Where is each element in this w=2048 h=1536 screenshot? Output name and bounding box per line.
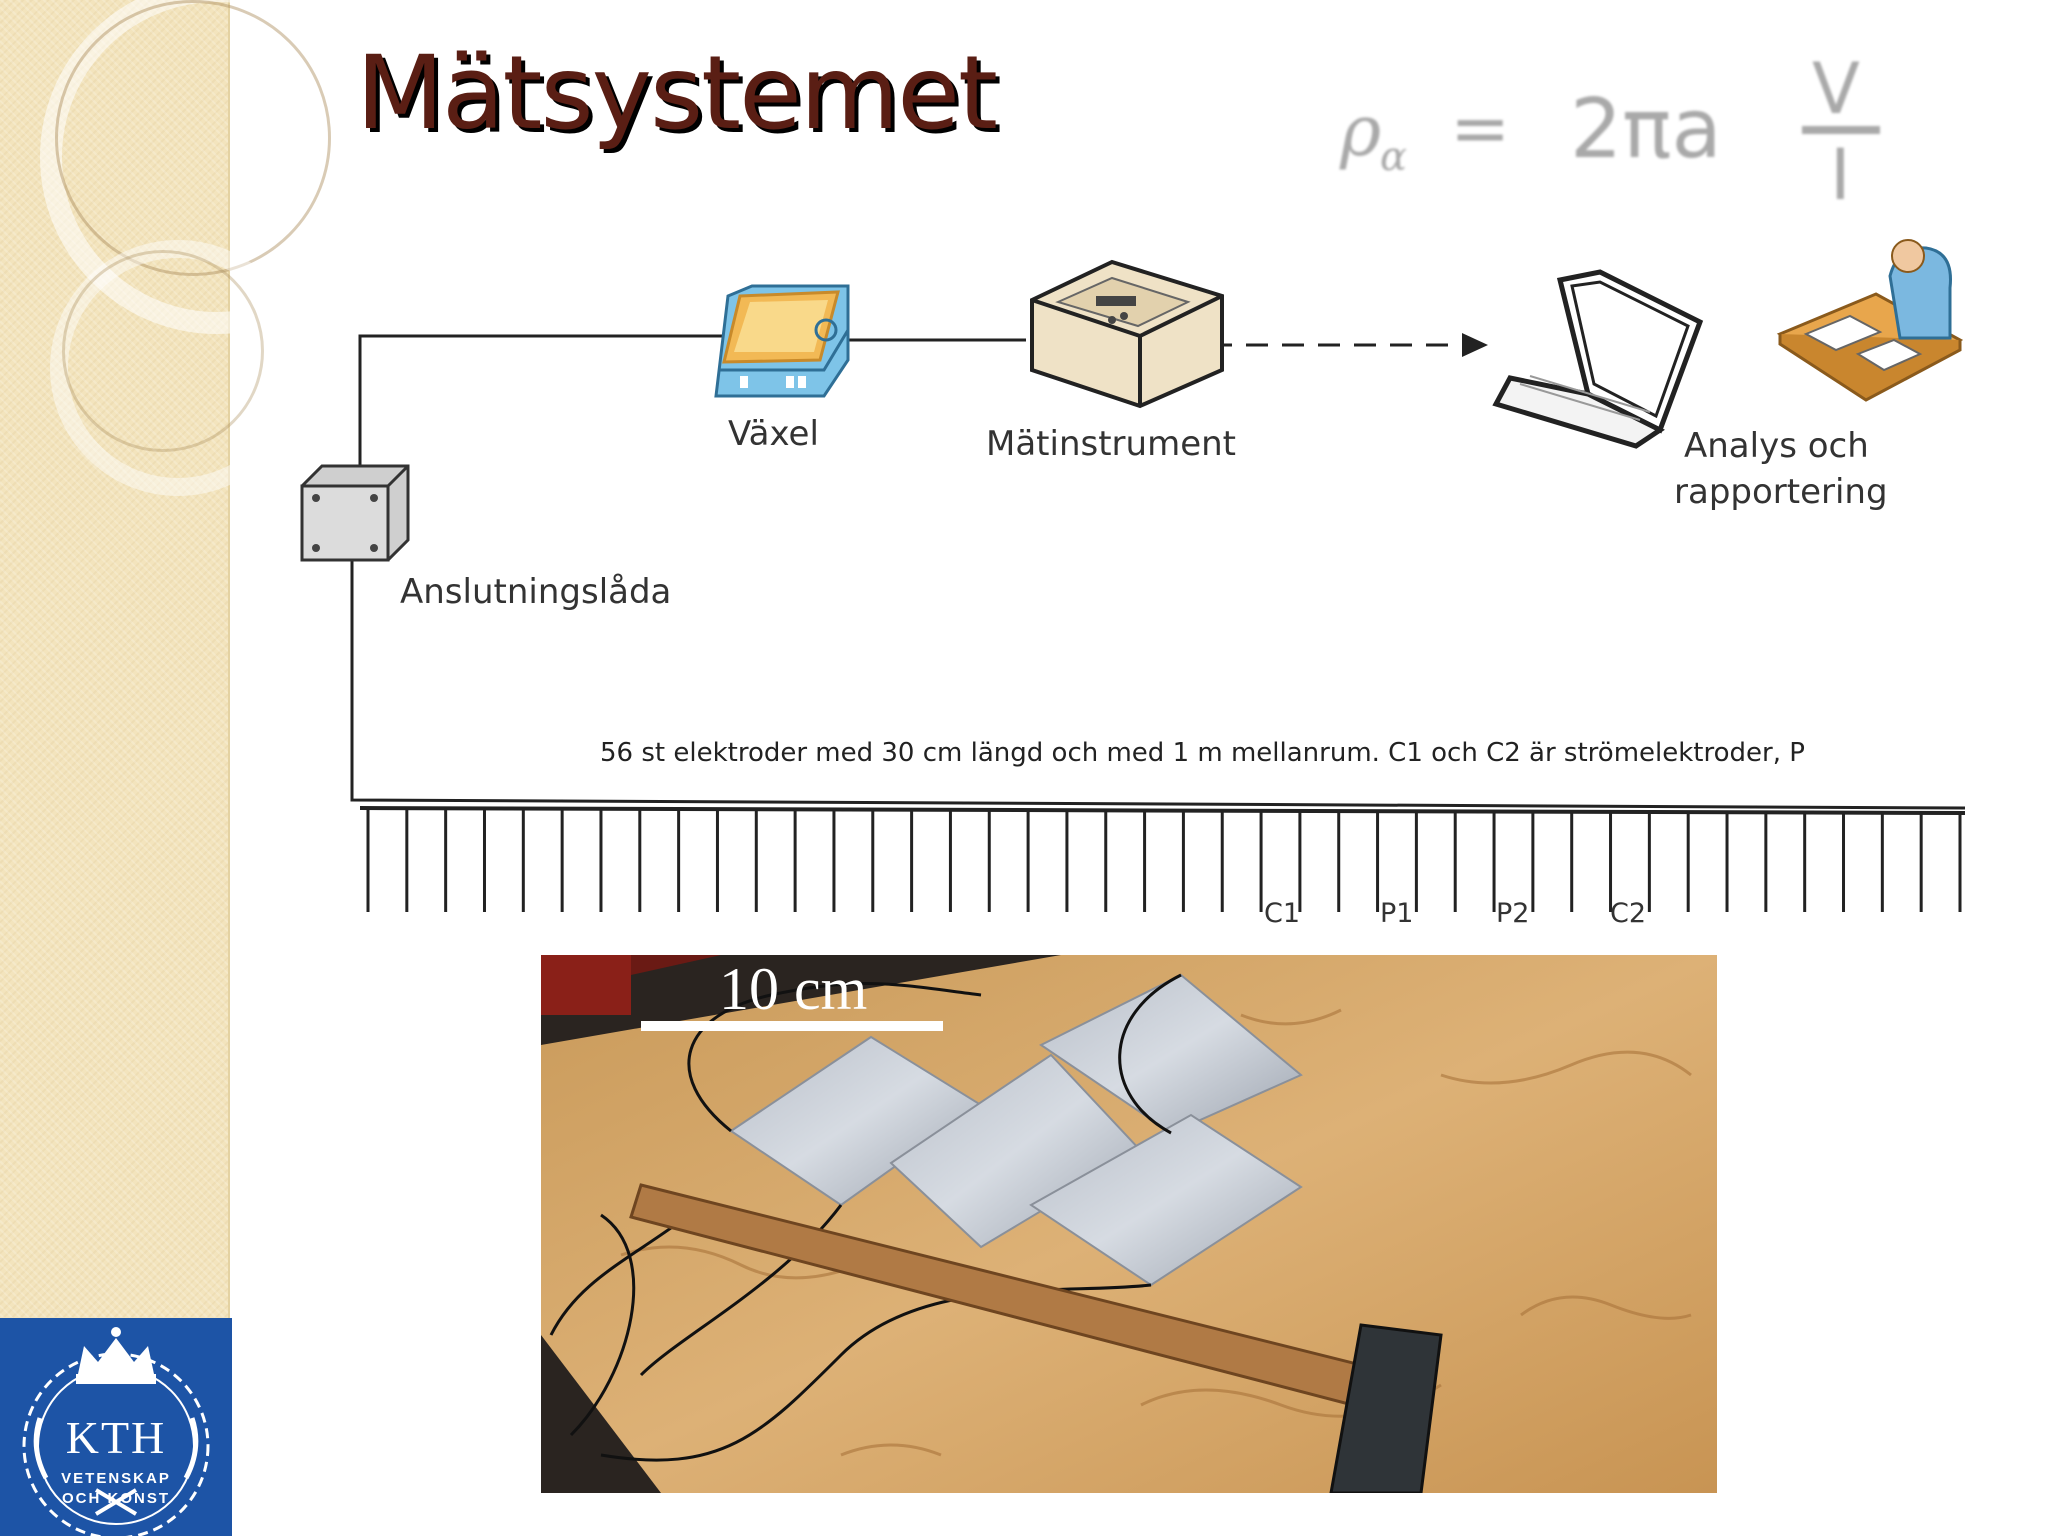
label-analysis-line-1: Analys och	[1684, 426, 1869, 466]
kth-logo: KTH VETENSKAP OCH KONST	[0, 1318, 232, 1536]
electrode-label-p1: P1	[1380, 898, 1414, 929]
electrode-label-p2: P2	[1496, 898, 1530, 929]
electrode-cable	[359, 806, 1966, 815]
arrow-head-icon	[1462, 333, 1488, 357]
formula-rho: ρ	[1340, 90, 1382, 172]
junction-box-icon	[300, 464, 410, 562]
scale-label: 10 cm	[719, 956, 868, 1022]
label-analysis-line-2: rapportering	[1674, 472, 1888, 512]
formula-numerator: V	[1812, 48, 1860, 130]
label-switch: Växel	[728, 414, 819, 454]
measurement-diagram	[300, 239, 1966, 912]
logo-name: KTH	[65, 1412, 167, 1463]
label-instrument: Mätinstrument	[986, 424, 1236, 464]
scale-bar	[641, 1021, 943, 1031]
laptop-icon	[1492, 269, 1704, 449]
decorative-ring	[62, 250, 264, 452]
electrode-caption: 56 st elektroder med 30 cm längd och med…	[600, 738, 1805, 768]
label-junction-box: Anslutningslåda	[400, 572, 672, 612]
wire-to-cable	[350, 560, 1966, 810]
measuring-instrument-icon	[1030, 259, 1224, 409]
electrode-photo: 10 cm	[541, 955, 1717, 1493]
electrode-label-c1: C1	[1264, 898, 1301, 929]
logo-line-1: VETENSKAP	[61, 1470, 171, 1487]
kth-seal-icon	[22, 1327, 210, 1536]
formula-equals: =	[1450, 86, 1511, 170]
electrode-label-c2: C2	[1610, 898, 1647, 929]
switch-device-icon	[714, 284, 850, 398]
formula-fraction-bar	[1802, 126, 1880, 134]
formula-rhs: 2πa	[1570, 82, 1722, 177]
slide-title: Mätsystemet	[356, 34, 998, 153]
formula-alpha: α	[1380, 134, 1408, 180]
wire-box-to-switch	[358, 334, 726, 472]
analyst-at-desk-icon	[1776, 239, 1964, 402]
formula-denominator: I	[1830, 134, 1851, 216]
photo-drawing	[541, 955, 1717, 1493]
electrode-array	[366, 808, 1962, 912]
logo-line-2: OCH KONST	[62, 1490, 170, 1507]
left-decorative-strip	[0, 0, 394, 1536]
